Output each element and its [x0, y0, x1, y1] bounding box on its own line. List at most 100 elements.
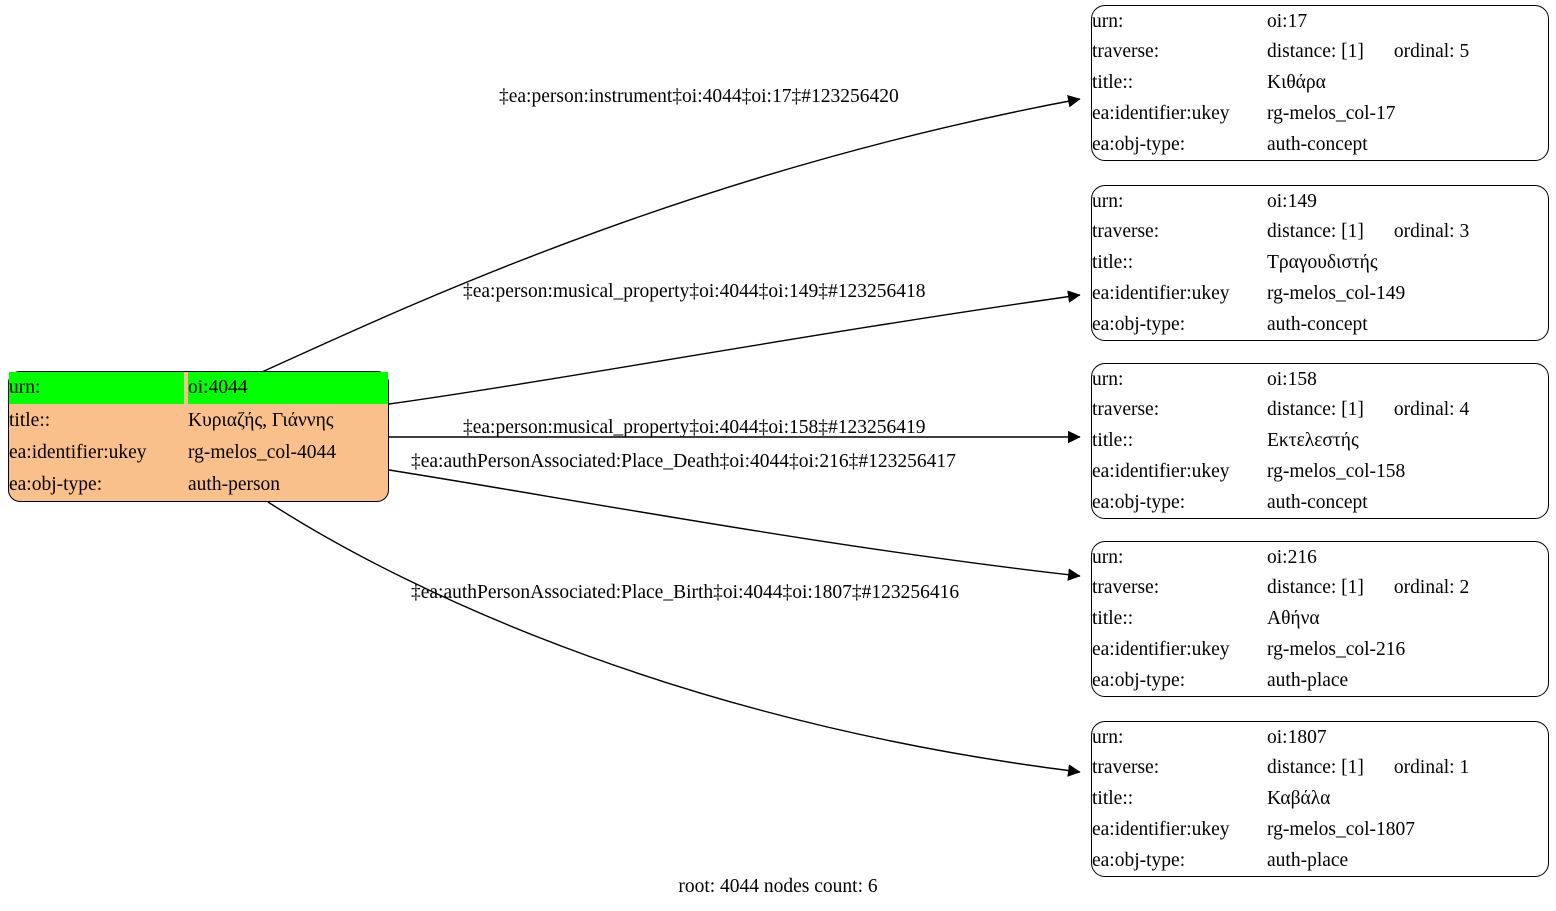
- node-traverse-distance: distance: [1]: [1267, 41, 1364, 63]
- node-row-title-key: title::: [1092, 72, 1134, 94]
- node-row-objtype-key: ea:obj-type:: [1092, 849, 1186, 871]
- edge-place-death-oi216: [388, 469, 1081, 581]
- node-row-ukey-value: rg-melos_col-149: [1267, 283, 1406, 305]
- root-row-objtype-key: ea:obj-type:: [9, 474, 103, 496]
- edge-label-instrument-oi17: ‡ea:person:instrument‡oi:4044‡oi:17‡#123…: [499, 86, 899, 107]
- node-row-ukey-key: ea:identifier:ukey: [1092, 819, 1230, 841]
- node-row-ukey: ea:identifier:ukey rg-melos_col-17: [1092, 98, 1548, 129]
- node-row-traverse: traverse: distance: [1] ordinal: 2: [1092, 573, 1548, 604]
- node-row-ukey: ea:identifier:ukey rg-melos_col-1807: [1092, 814, 1548, 845]
- node-row-objtype-key: ea:obj-type:: [1092, 491, 1186, 513]
- node-row-traverse: traverse: distance: [1]ordinal: 1: [1092, 753, 1548, 784]
- node-row-title-value: Κιθάρα: [1267, 72, 1326, 94]
- root-row-ukey-key: ea:identifier:ukey: [9, 441, 147, 463]
- node-row-objtype-value: auth-concept: [1267, 491, 1368, 513]
- node-row-title: title:: Εκτελεστής: [1092, 426, 1548, 457]
- target-node-oi1807[interactable]: urn: oi:1807 traverse: distance: [1]ordi…: [1091, 721, 1549, 877]
- node-row-urn-key: urn:: [1092, 726, 1124, 748]
- node-row-objtype-value: auth-concept: [1267, 133, 1368, 155]
- target-node-oi149[interactable]: urn: oi:149 traverse: distance: [1] ordin…: [1091, 185, 1549, 341]
- node-row-traverse-key: traverse:: [1092, 221, 1160, 243]
- node-row-objtype-key: ea:obj-type:: [1092, 669, 1186, 691]
- node-row-ukey-value: rg-melos_col-158: [1267, 461, 1406, 483]
- node-row-ukey-key: ea:identifier:ukey: [1092, 639, 1230, 661]
- node-row-urn-value: oi:216: [1267, 546, 1317, 568]
- node-row-title-key: title::: [1092, 608, 1134, 630]
- root-row-urn-value: oi:4044: [188, 372, 388, 405]
- node-row-urn: urn: oi:216: [1092, 542, 1548, 573]
- root-node-oi4044[interactable]: urn: oi:4044 title:: Κυριαζής, Γιάννης e…: [8, 371, 389, 502]
- node-row-urn-key: urn:: [1092, 10, 1124, 32]
- node-row-objtype: ea:obj-type: auth-place: [1092, 665, 1548, 696]
- node-row-traverse-value: distance: [1] ordinal: 3: [1267, 217, 1548, 248]
- node-row-urn-key: urn:: [1092, 368, 1124, 390]
- node-row-title-key: title::: [1092, 252, 1134, 274]
- node-row-traverse-value: distance: [1]ordinal: 5: [1267, 37, 1548, 68]
- node-row-traverse-key: traverse:: [1092, 577, 1160, 599]
- node-row-urn: urn: oi:1807: [1092, 722, 1548, 753]
- target-node-oi216[interactable]: urn: oi:216 traverse: distance: [1] ordin…: [1091, 541, 1549, 697]
- node-row-objtype: ea:obj-type: auth-concept: [1092, 309, 1548, 340]
- node-row-urn-value: oi:149: [1267, 190, 1317, 212]
- node-traverse-ordinal: ordinal: 3: [1393, 221, 1470, 243]
- node-traverse-ordinal: ordinal: 2: [1393, 577, 1470, 599]
- edge-label-musical-property-oi158: ‡ea:person:musical_property‡oi:4044‡oi:1…: [463, 417, 926, 438]
- node-row-traverse-key: traverse:: [1092, 757, 1160, 779]
- node-row-traverse-value: distance: [1]ordinal: 4: [1267, 395, 1548, 426]
- node-row-ukey-key: ea:identifier:ukey: [1092, 283, 1230, 305]
- target-node-oi158[interactable]: urn: oi:158 traverse: distance: [1]ordin…: [1091, 363, 1549, 519]
- node-row-urn-key: urn:: [1092, 190, 1124, 212]
- target-node-oi17[interactable]: urn: oi:17 traverse: distance: [1]ordina…: [1091, 5, 1549, 161]
- node-row-objtype: ea:obj-type: auth-place: [1092, 845, 1548, 876]
- node-row-ukey-value: rg-melos_col-1807: [1267, 819, 1416, 841]
- node-row-title: title:: Κιθάρα: [1092, 68, 1548, 99]
- root-row-title: title:: Κυριαζής, Γιάννης: [9, 404, 388, 436]
- edge-label-place-death-oi216: ‡ea:authPersonAssociated:Place_Death‡oi:…: [411, 451, 956, 472]
- node-row-ukey-value: rg-melos_col-216: [1267, 639, 1406, 661]
- node-row-title-key: title::: [1092, 430, 1134, 452]
- node-row-objtype: ea:obj-type: auth-concept: [1092, 129, 1548, 160]
- root-row-objtype-value: auth-person: [188, 474, 281, 496]
- node-row-ukey-value: rg-melos_col-17: [1267, 103, 1396, 125]
- node-row-title: title:: Αθήνα: [1092, 604, 1548, 635]
- node-row-traverse-value: distance: [1] ordinal: 2: [1267, 573, 1548, 604]
- node-row-urn: urn: oi:149: [1092, 186, 1548, 217]
- edge-label-musical-property-oi149: ‡ea:person:musical_property‡oi:4044‡oi:1…: [463, 281, 926, 302]
- node-row-ukey: ea:identifier:ukey rg-melos_col-149: [1092, 278, 1548, 309]
- node-traverse-distance: distance: [1]: [1267, 577, 1364, 599]
- node-traverse-distance: distance: [1]: [1267, 757, 1364, 779]
- node-traverse-distance: distance: [1]: [1267, 399, 1364, 421]
- edge-label-place-birth-oi1807: ‡ea:authPersonAssociated:Place_Birth‡oi:…: [411, 582, 960, 603]
- node-row-title-key: title::: [1092, 788, 1134, 810]
- node-row-traverse: traverse: distance: [1] ordinal: 3: [1092, 217, 1548, 248]
- root-row-ukey-value: rg-melos_col-4044: [188, 441, 337, 463]
- root-row-title-value: Κυριαζής, Γιάννης: [188, 409, 334, 431]
- edge-musical-property-oi149: [388, 290, 1081, 405]
- node-row-objtype-key: ea:obj-type:: [1092, 313, 1186, 335]
- node-row-title-value: Αθήνα: [1267, 608, 1320, 630]
- node-row-objtype-key: ea:obj-type:: [1092, 133, 1186, 155]
- node-row-traverse-key: traverse:: [1092, 41, 1160, 63]
- node-row-objtype-value: auth-place: [1267, 669, 1349, 691]
- node-traverse-distance: distance: [1]: [1267, 221, 1364, 243]
- node-row-urn-value: oi:17: [1267, 10, 1308, 32]
- edge-instrument-oi17: [261, 95, 1081, 373]
- root-row-ukey: ea:identifier:ukey rg-melos_col-4044: [9, 437, 388, 469]
- node-row-title-value: Εκτελεστής: [1267, 430, 1359, 452]
- node-row-objtype: ea:obj-type: auth-concept: [1092, 487, 1548, 518]
- node-row-title: title:: Τραγουδιστής: [1092, 248, 1548, 279]
- root-row-objtype: ea:obj-type: auth-person: [9, 469, 388, 501]
- node-row-title: title:: Καβάλα: [1092, 784, 1548, 815]
- node-row-urn-value: oi:1807: [1267, 726, 1327, 748]
- node-row-urn: urn: oi:158: [1092, 364, 1548, 395]
- root-row-urn-key: urn:: [9, 372, 188, 405]
- node-row-ukey: ea:identifier:ukey rg-melos_col-158: [1092, 456, 1548, 487]
- node-row-traverse-key: traverse:: [1092, 399, 1160, 421]
- node-row-urn: urn: oi:17: [1092, 6, 1548, 37]
- node-row-objtype-value: auth-place: [1267, 849, 1349, 871]
- node-row-urn-key: urn:: [1092, 546, 1124, 568]
- node-row-ukey-key: ea:identifier:ukey: [1092, 103, 1230, 125]
- node-row-title-value: Τραγουδιστής: [1267, 252, 1378, 274]
- edge-place-birth-oi1807: [267, 501, 1081, 777]
